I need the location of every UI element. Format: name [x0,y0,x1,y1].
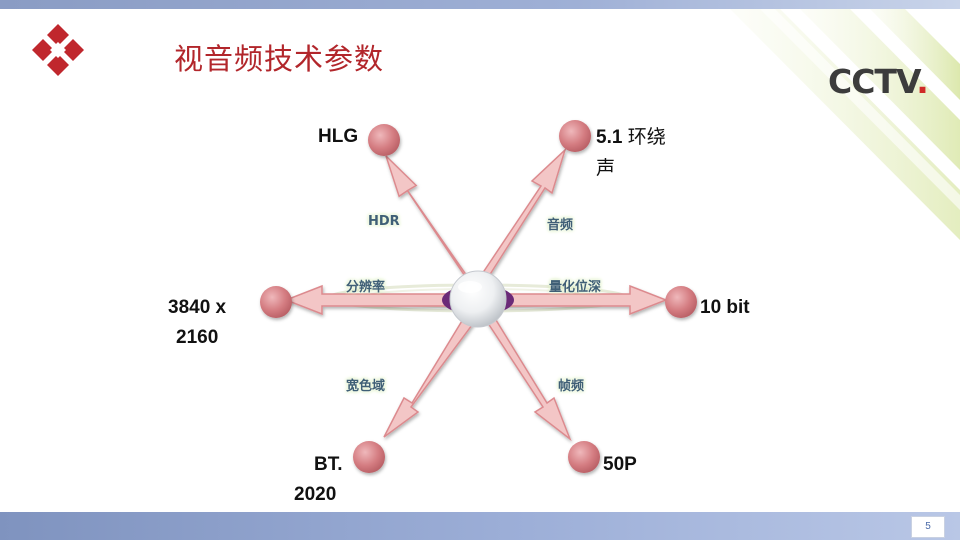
node-label-line: 10 bit [700,297,750,318]
node-label-surround: 5.1 环绕 声 [596,122,666,183]
node-label-line: BT. [314,454,343,475]
node-resolution-icon [260,286,292,318]
slide-title: 视音频技术参数 [174,42,385,76]
page-number: 5 [911,516,945,538]
top-bar [0,0,960,9]
node-label-line: 声 [596,157,616,179]
node-bt2020-icon [353,441,385,473]
arrow-gamut [383,309,480,438]
edge-label-bitdepth: 量化位深 [549,280,602,295]
diamond-logo-icon [32,24,84,76]
center-hub [442,270,514,328]
node-label-line: 5.1 环绕 [596,126,666,148]
edge-label-audio: 音频 [547,218,574,233]
node-label-resolution: 3840 x 2160 [168,293,226,353]
node-framerate-icon [568,441,600,473]
node-hlg-icon [368,124,400,156]
node-label-bitdepth: 10 bit [700,293,750,323]
cctv-logo: CCTV. [828,62,929,101]
node-label-bt2020: BT. 2020 [294,450,343,510]
edge-label-framerate: 帧频 [558,379,585,394]
arrow-framerate [478,306,572,442]
arrow-depth [487,284,669,316]
cctv-logo-text: CCTV [828,62,917,101]
node-label-framerate: 50P [603,450,637,480]
node-surround-icon [559,120,591,152]
edge-label-gamut: 宽色域 [346,379,386,394]
edge-label-hdr: HDR [368,214,400,229]
node-label-hlg: HLG [318,122,358,152]
cctv-logo-dot: . [916,62,929,101]
arrow-audio [474,147,567,289]
node-label-line: 3840 x [168,297,227,318]
bottom-bar [0,512,960,540]
arrow-hdr [385,155,474,286]
node-label-line: 2160 [176,327,219,348]
node-bitdepth-icon [665,286,697,318]
edge-label-resolution: 分辨率 [346,280,386,295]
node-label-line: 50P [603,454,637,475]
hub-sphere-icon [449,270,507,328]
node-label-line: HLG [318,126,359,147]
node-label-line: 2020 [294,484,337,505]
